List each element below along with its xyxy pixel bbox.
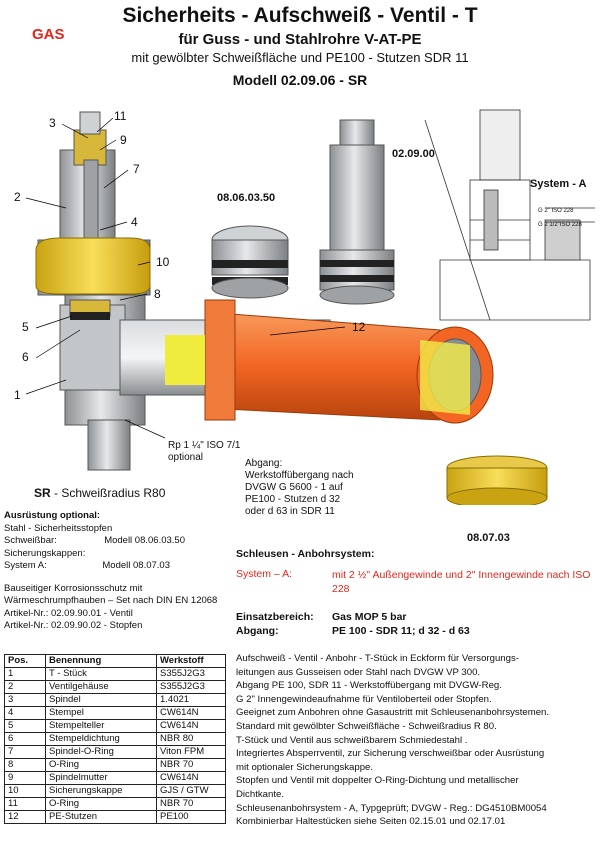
table-cell: 3 (4, 693, 46, 707)
system-a-label: System - A (530, 178, 587, 190)
table-cell: NBR 70 (156, 797, 226, 811)
label-stopper: 08.06.03.50 (217, 192, 276, 204)
table-cell: S355J2G3 (156, 667, 226, 681)
callout-4: 4 (131, 215, 138, 229)
schleusen-heading: Schleusen - Anbohrsystem: (236, 548, 375, 560)
col-header-pos: Pos. (4, 654, 46, 668)
table-header-row: Pos. Benennung Werkstoff (4, 654, 226, 668)
table-cell: Stempel (45, 706, 157, 720)
table-cell: PE100 (156, 810, 226, 824)
table-cell: S355J2G3 (156, 680, 226, 694)
table-cell: NBR 80 (156, 732, 226, 746)
table-cell: NBR 70 (156, 758, 226, 772)
callout-leaders (25, 117, 346, 439)
page-subtitle: für Guss - und Stahlrohre V-AT-PE (178, 31, 422, 48)
callout-11: 11 (114, 109, 127, 123)
callout-7: 7 (133, 162, 140, 176)
table-cell: 1 (4, 667, 46, 681)
callout-10: 10 (156, 255, 170, 269)
page-subtitle-2: mit gewölbter Schweißfläche und PE100 - … (131, 50, 469, 65)
table-cell: Stempeldichtung (45, 732, 157, 746)
table-cell: 11 (4, 797, 46, 811)
table-cell: PE-Stutzen (45, 810, 157, 824)
safety-cap-10 (35, 237, 151, 295)
table-cell: 7 (4, 745, 46, 759)
table-cell: Spindelmutter (45, 771, 157, 785)
system-a-thread-1: G 2" ISO 228 (538, 208, 574, 214)
valve-top-02.09.00 (319, 119, 395, 305)
abgang-note: Abgang: Werkstoffübergang nach DVGW G 56… (245, 458, 354, 517)
table-cell: Spindel-O-Ring (45, 745, 157, 759)
callout-5: 5 (22, 320, 29, 334)
label-cap: 08.07.03 (467, 532, 510, 544)
table-cell: CW614N (156, 771, 226, 785)
page-title: Sicherheits - Aufschweiß - Ventil - T (122, 4, 478, 27)
label-valve: 02.09.00 (392, 148, 435, 160)
pe-outlet-pipe (119, 299, 494, 424)
system-a-thread-2: G 2 1/2"ISO 228 (538, 222, 582, 228)
application-labels: Einsatzbereich: Abgang: (236, 611, 314, 637)
callout-2: 2 (14, 190, 21, 204)
valve-illustration (25, 109, 595, 505)
table-cell: 8 (4, 758, 46, 772)
gas-label: GAS (32, 26, 65, 43)
system-a-drawing (424, 109, 595, 321)
safety-cap-08.07.03 (446, 455, 548, 505)
callout-1: 1 (14, 388, 21, 402)
table-cell: 12 (4, 810, 46, 824)
table-cell: 2 (4, 680, 46, 694)
model-number: Modell 02.09.06 - SR (232, 72, 368, 88)
steel-stopper-08.06.03.50 (211, 225, 289, 299)
callout-6: 6 (22, 350, 29, 364)
table-cell: 1.4021 (156, 693, 226, 707)
callout-9: 9 (120, 133, 127, 147)
table-cell: GJS / GTW (156, 784, 226, 798)
application-values: Gas MOP 5 bar PE 100 - SDR 11; d 32 - d … (332, 611, 470, 637)
table-cell: Spindel (45, 693, 157, 707)
table-cell: 10 (4, 784, 46, 798)
table-cell: CW614N (156, 719, 226, 733)
callout-12: 12 (352, 320, 366, 334)
system-a-value: mit 2 ½" Außengewinde und 2" Innengewind… (332, 569, 591, 595)
table-cell: CW614N (156, 706, 226, 720)
col-header-name: Benennung (45, 654, 157, 668)
col-header-material: Werkstoff (156, 654, 226, 668)
table-cell: Viton FPM (156, 745, 226, 759)
table-cell: O-Ring (45, 758, 157, 772)
table-cell: Sicherungskappe (45, 784, 157, 798)
table-cell: Stempelteller (45, 719, 157, 733)
table-cell: 4 (4, 706, 46, 720)
thread-note: Rp 1 ¼" ISO 7/1 optional (168, 440, 241, 463)
table-cell: O-Ring (45, 797, 157, 811)
table-cell: Ventilgehäuse (45, 680, 157, 694)
system-a-label-text: System – A: (236, 568, 293, 580)
sr-caption: SR - Schweißradius R80 (34, 486, 166, 500)
callout-8: 8 (154, 287, 161, 301)
table-cell: T - Stück (45, 667, 157, 681)
optional-equipment: Ausrüstung optional: Stahl - Sicherheits… (4, 510, 218, 631)
table-cell: 5 (4, 719, 46, 733)
table-cell: 6 (4, 732, 46, 746)
product-description: Aufschweiß - Ventil - Anbohr - T-Stück i… (236, 653, 550, 828)
callout-3: 3 (49, 116, 56, 130)
table-cell: 9 (4, 771, 46, 785)
